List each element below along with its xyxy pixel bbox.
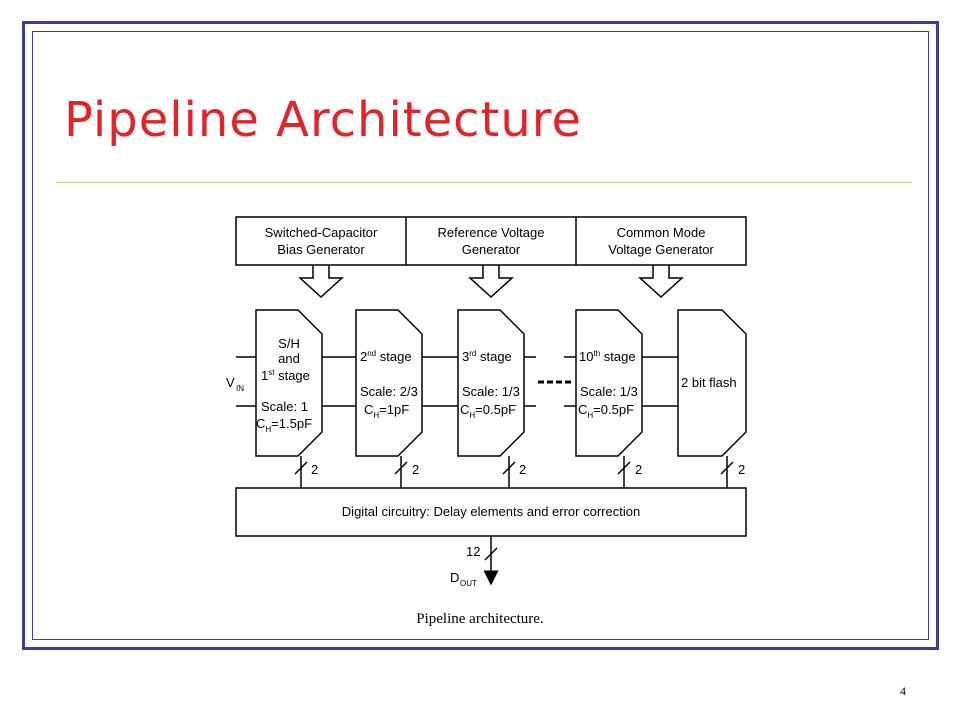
stage3-ch: CH=0.5pF [460, 402, 516, 420]
stage10-ch-sub: H [587, 411, 593, 420]
stage2-scale: Scale: 2/3 [360, 384, 418, 399]
stage10-title: 10th stage [579, 349, 636, 364]
stage2-ch-main: C [364, 402, 373, 417]
stage1-ch: CH=1.5pF [256, 416, 312, 434]
stage1-sup: st [268, 368, 275, 377]
stage3-ch-val: =0.5pF [475, 402, 516, 417]
generator-row-box [235, 216, 747, 266]
vin-main: V [226, 375, 235, 390]
bus-slash-5 [720, 461, 734, 475]
stage10-ch-main: C [578, 402, 587, 417]
stage10-ch: CH=0.5pF [578, 402, 634, 420]
stage2-ch: CH=1pF [364, 402, 409, 420]
stage1-line1: S/H [278, 336, 300, 351]
generator-reference-line1: Reference Voltage [438, 225, 545, 240]
stage1-line3: 1st stage [261, 368, 310, 383]
stage3-scale: Scale: 1/3 [462, 384, 520, 399]
generator-bias-line1: Switched-Capacitor [265, 225, 378, 240]
bus-slash-1 [294, 461, 308, 475]
stage1-scale: Scale: 1 [261, 399, 308, 414]
bus-width-1: 2 [311, 462, 318, 477]
stage1-rest: stage [274, 368, 309, 383]
stage2-sup: nd [367, 349, 376, 358]
reference-arrow [468, 265, 514, 299]
stage1-labels: S/H and 1st stage Scale: 1 CH=1.5pF [256, 336, 312, 434]
stage3-ch-main: C [460, 402, 469, 417]
stage1-ch-main: C [256, 416, 265, 431]
stage3-rest: stage [476, 349, 511, 364]
stage10-num: 10 [579, 349, 593, 364]
output-slash [484, 547, 498, 561]
stage3-labels: 3rd stage Scale: 1/3 CH=0.5pF [460, 349, 520, 420]
stage2-block [355, 309, 423, 457]
flash-block [677, 309, 747, 457]
vin-label: V IN [226, 375, 244, 393]
slide-inner-frame [32, 31, 929, 640]
slide-title: Pipeline Architecture [64, 92, 582, 148]
stage3-block [457, 309, 525, 457]
stage2-ch-sub: H [373, 411, 379, 420]
stage1-ch-val: =1.5pF [271, 416, 312, 431]
generator-bias-line2: Bias Generator [277, 242, 365, 257]
stage10-block [575, 309, 643, 457]
figure-caption: Pipeline architecture. [416, 611, 544, 627]
stage1-block [255, 309, 323, 457]
bus-width-4: 2 [635, 462, 642, 477]
stage2-title: 2nd stage [360, 349, 412, 364]
generator-common-mode: Common Mode Voltage Generator [608, 225, 714, 257]
dout-label: D OUT [450, 570, 477, 588]
stage2-ch-val: =1pF [379, 402, 409, 417]
stage10-labels: 10th stage Scale: 1/3 CH=0.5pF [578, 349, 638, 420]
stage2-rest: stage [376, 349, 411, 364]
stage10-ch-val: =0.5pF [593, 402, 634, 417]
bus-width-2: 2 [412, 462, 419, 477]
bus-width-5: 2 [738, 462, 745, 477]
slide-outer-frame [22, 21, 939, 650]
bus-width-3: 2 [519, 462, 526, 477]
generator-row [235, 216, 747, 266]
bias-arrow [298, 265, 344, 299]
stage3-title: 3rd stage [462, 349, 512, 364]
common-mode-arrow [638, 265, 684, 299]
output-width: 12 [466, 544, 480, 559]
bus-slash-4 [617, 461, 631, 475]
stage10-scale: Scale: 1/3 [580, 384, 638, 399]
generator-common-mode-line2: Voltage Generator [608, 242, 714, 257]
flash-label: 2 bit flash [681, 375, 737, 390]
vin-sub: IN [236, 384, 244, 393]
generator-reference-line2: Generator [462, 242, 521, 257]
generator-common-mode-line1: Common Mode [617, 225, 706, 240]
dout-sub: OUT [460, 579, 477, 588]
bus-slash-2 [394, 461, 408, 475]
stage3-sup: rd [469, 349, 476, 358]
stage1-num: 1 [261, 368, 268, 383]
stage10-sup: th [593, 349, 600, 358]
bus-width-labels: 2 2 2 2 2 [311, 462, 745, 477]
stage2-labels: 2nd stage Scale: 2/3 CH=1pF [360, 349, 418, 420]
page-number: 4 [900, 684, 906, 698]
dout-main: D [450, 570, 459, 585]
stage1-ch-sub: H [265, 425, 271, 434]
title-divider [56, 182, 912, 183]
stage3-num: 3 [462, 349, 469, 364]
generator-reference: Reference Voltage Generator [438, 225, 545, 257]
stage10-rest: stage [600, 349, 635, 364]
digital-label: Digital circuitry: Delay elements and er… [342, 504, 640, 519]
stage3-ch-sub: H [469, 411, 475, 420]
stage2-num: 2 [360, 349, 367, 364]
generator-bias: Switched-Capacitor Bias Generator [265, 225, 378, 257]
bus-slash-3 [502, 461, 516, 475]
stage1-line2: and [278, 351, 300, 366]
